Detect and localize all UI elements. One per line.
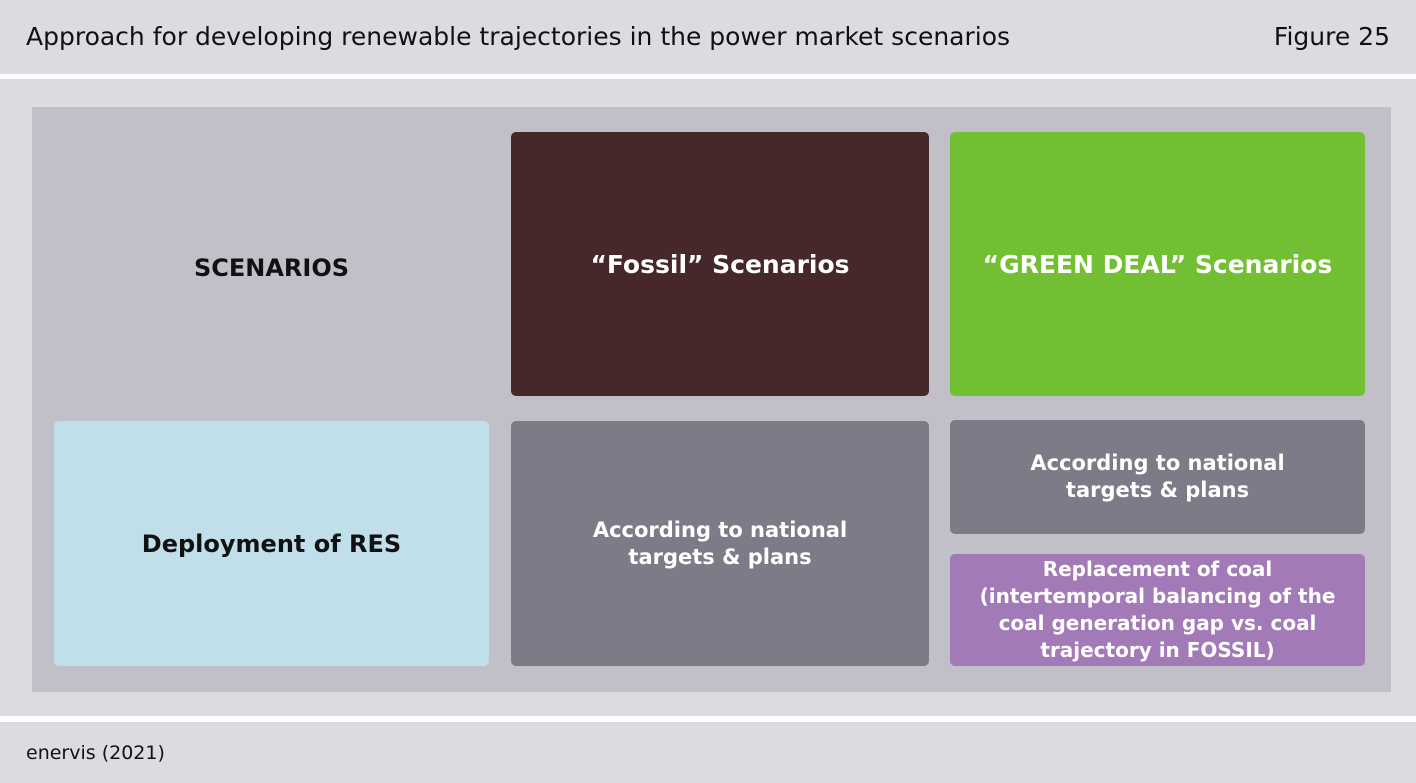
- green-deployment-coal-text: Replacement of coal (intertemporal balan…: [979, 557, 1336, 662]
- green-deployment-targets-text: According to national targets & plans: [1030, 451, 1285, 502]
- green-deployment-targets-box: According to national targets & plans: [950, 420, 1365, 534]
- deployment-of-res-box: Deployment of RES: [54, 421, 489, 666]
- green-deal-scenarios-box: “GREEN DEAL” Scenarios: [950, 132, 1365, 396]
- figure-number: Figure 25: [1273, 22, 1390, 51]
- scenarios-row-label: SCENARIOS: [193, 254, 350, 282]
- header: Approach for developing renewable trajec…: [0, 0, 1416, 74]
- fossil-deployment-text: According to national targets & plans: [592, 517, 848, 569]
- green-deal-scenarios-label: “GREEN DEAL” Scenarios: [982, 249, 1333, 279]
- footer-divider: [0, 716, 1416, 722]
- header-divider: [0, 74, 1416, 79]
- source-credit: enervis (2021): [26, 742, 165, 764]
- deployment-of-res-label: Deployment of RES: [141, 529, 402, 558]
- figure-title: Approach for developing renewable trajec…: [26, 22, 1011, 51]
- fossil-deployment-box: According to national targets & plans: [511, 421, 929, 666]
- fossil-scenarios-box: “Fossil” Scenarios: [511, 132, 929, 396]
- fossil-scenarios-label: “Fossil” Scenarios: [590, 249, 850, 279]
- green-deployment-coal-box: Replacement of coal (intertemporal balan…: [950, 554, 1365, 666]
